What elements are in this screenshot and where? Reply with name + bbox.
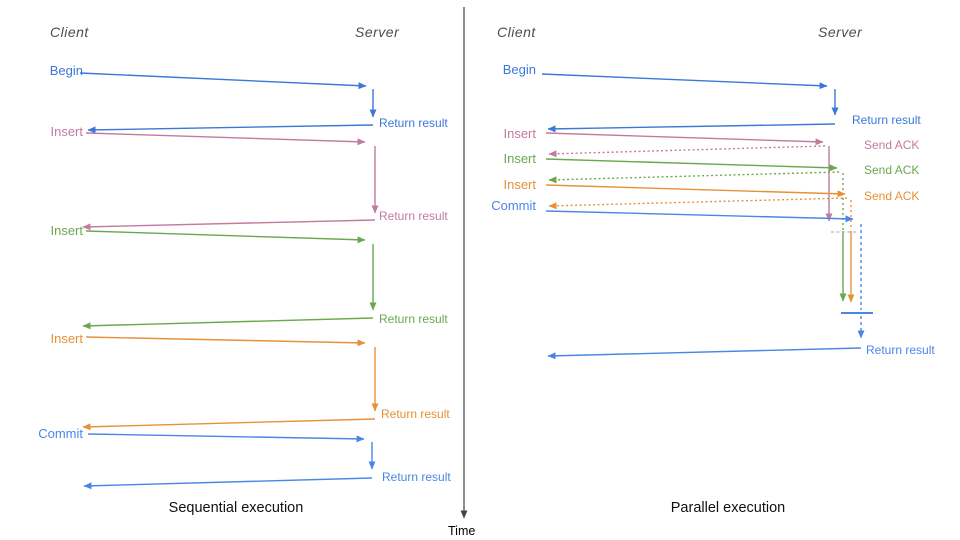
right-server-header: Server: [818, 24, 863, 40]
par-begin-exchange: [541, 73, 839, 133]
seq-begin-label: Begin: [49, 63, 83, 78]
par-insert2-label: Insert: [503, 151, 536, 166]
left-caption: Sequential execution: [168, 500, 304, 516]
par-insert2-ack: Send ACK: [864, 163, 920, 177]
seq-insert2-exchange: [82, 230, 377, 330]
seq-insert1-label: Insert: [50, 124, 83, 139]
seq-insert2-label: Insert: [50, 223, 83, 238]
left-server-header: Server: [355, 24, 400, 40]
par-begin-result: Return result: [852, 113, 921, 127]
left-client-header: Client: [50, 24, 89, 40]
par-insert3-ack: Send ACK: [864, 189, 920, 203]
seq-insert1-exchange: [82, 132, 379, 231]
seq-insert3-exchange: [82, 336, 379, 431]
seq-begin-result: Return result: [379, 116, 448, 130]
seq-begin-exchange: [79, 72, 377, 134]
right-client-header: Client: [497, 24, 536, 40]
seq-insert3-label: Insert: [50, 331, 83, 346]
right-caption: Parallel execution: [670, 500, 786, 516]
par-insert1-label: Insert: [503, 126, 536, 141]
seq-insert3-result: Return result: [381, 407, 450, 421]
time-axis-label: Time: [448, 524, 476, 538]
par-final-result: Return result: [866, 343, 935, 357]
par-insert1-exchange: [545, 132, 833, 222]
par-commit-label: Commit: [491, 198, 536, 213]
par-begin-label: Begin: [502, 62, 536, 77]
par-insert3-exchange: [545, 184, 855, 303]
seq-insert2-result: Return result: [379, 312, 448, 326]
seq-insert1-result: Return result: [379, 209, 448, 223]
seq-commit-exchange: [83, 433, 376, 490]
par-insert3-label: Insert: [503, 177, 536, 192]
par-commit-exchange: [545, 210, 873, 360]
par-insert2-exchange: [545, 158, 847, 302]
seq-commit-label: Commit: [38, 426, 83, 441]
par-insert1-ack: Send ACK: [864, 138, 920, 152]
seq-commit-result: Return result: [382, 470, 451, 484]
